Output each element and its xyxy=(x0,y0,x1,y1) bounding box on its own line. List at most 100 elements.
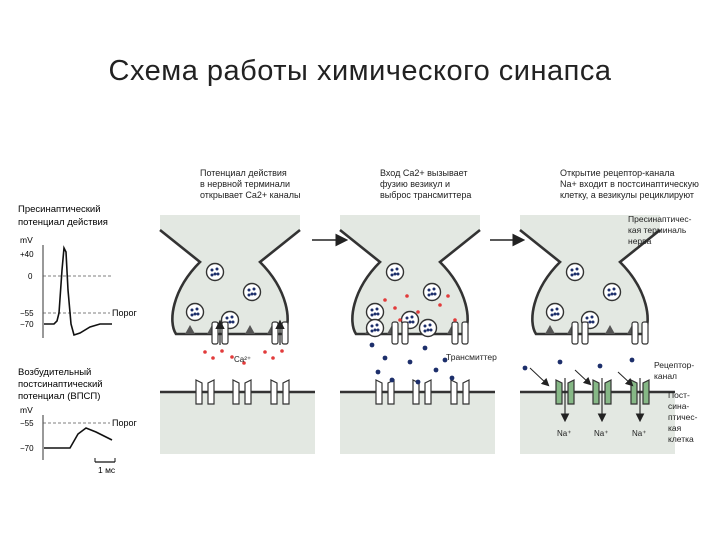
graph1-unit: mV xyxy=(20,235,33,245)
vesicle-transmitter-dot xyxy=(396,272,400,276)
receptor-channel xyxy=(450,379,458,405)
ca-channel xyxy=(391,321,399,345)
vesicle-transmitter-dot xyxy=(210,268,214,272)
calcium-ion xyxy=(203,350,207,354)
panel3-caption-line-3: клетку, а везикулы рециклируют xyxy=(560,190,694,200)
panel1-ion-label: Ca²⁺ xyxy=(234,355,251,364)
ca-channel-half xyxy=(221,321,229,345)
transmitter-molecule xyxy=(382,355,388,361)
graph2-title-line-2: постсинаптический xyxy=(18,379,103,390)
vesicle-transmitter-dot xyxy=(432,287,436,291)
calcium-ion xyxy=(271,356,275,360)
vesicle-transmitter-dot xyxy=(575,267,579,271)
vesicle-transmitter-dot xyxy=(215,267,219,271)
ca-channel-half xyxy=(461,321,469,345)
active-zone xyxy=(245,325,255,334)
graph1-title-line-2: потенциал действия xyxy=(18,217,108,228)
cell-label-line-4: кая xyxy=(668,423,682,433)
graph2-epsp-trace xyxy=(44,427,113,449)
fusing-vesicle xyxy=(418,318,438,338)
vesicle-transmitter-dot xyxy=(195,307,199,311)
vesicle-transmitter-dot xyxy=(570,273,574,277)
vesicle xyxy=(602,282,622,302)
transmitter-molecule xyxy=(407,359,413,365)
vesicle-transmitter-dot xyxy=(230,315,234,319)
transmitter-molecule xyxy=(422,345,428,351)
vesicle-transmitter-dot xyxy=(196,312,200,316)
vesicle-transmitter-dot xyxy=(555,307,559,311)
receptor-channel xyxy=(555,379,563,405)
vesicle-transmitter-dot xyxy=(570,268,574,272)
vesicle-transmitter-dot xyxy=(610,292,614,296)
vesicle-transmitter-dot xyxy=(612,287,616,291)
vesicle-transmitter-dot xyxy=(228,320,232,324)
vesicle-transmitter-dot xyxy=(375,307,379,311)
graph1-tick-minus70: −70 xyxy=(20,320,34,329)
receptor-channel-half xyxy=(387,379,395,405)
ca-channel-half xyxy=(401,321,409,345)
vesicle-transmitter-dot xyxy=(550,313,554,317)
vesicle-transmitter-dot xyxy=(430,292,434,296)
vesicle-transmitter-dot xyxy=(370,329,374,333)
vesicle-transmitter-dot xyxy=(427,293,431,297)
vesicle-transmitter-dot xyxy=(190,313,194,317)
vesicle-transmitter-dot xyxy=(556,312,560,316)
calcium-ion xyxy=(398,318,402,322)
terminal-label-line-2: кая терминаль xyxy=(628,225,687,235)
vesicle-transmitter-dot xyxy=(253,292,257,296)
graph2-threshold-label: Порог xyxy=(112,418,137,428)
calcium-ion xyxy=(438,303,442,307)
graph1-threshold-label: Порог xyxy=(112,308,137,318)
vesicle-transmitter-dot xyxy=(370,324,374,328)
transmitter-molecule xyxy=(389,377,395,383)
vesicle-transmitter-dot xyxy=(588,320,592,324)
vesicle xyxy=(185,302,205,322)
vesicle-transmitter-dot xyxy=(607,288,611,292)
receptor-channel xyxy=(270,379,278,405)
calcium-ion xyxy=(453,318,457,322)
vesicle-transmitter-dot xyxy=(375,323,379,327)
vesicle-transmitter-dot xyxy=(213,272,217,276)
calcium-ion xyxy=(280,349,284,353)
panel1-caption-line-3: открывает Ca2+ каналы xyxy=(200,190,300,200)
vesicle-transmitter-dot xyxy=(423,324,427,328)
vesicle-transmitter-dot xyxy=(590,315,594,319)
vesicle xyxy=(385,262,405,282)
vesicle-transmitter-dot xyxy=(576,272,580,276)
calcium-ion xyxy=(405,294,409,298)
transmitter-molecule xyxy=(442,357,448,363)
vesicle-transmitter-dot xyxy=(427,288,431,292)
cell-label-line-3: птичес- xyxy=(668,412,698,422)
ca-channel-half xyxy=(641,321,649,345)
na-label-3: Na⁺ xyxy=(632,429,646,438)
calcium-ion xyxy=(211,356,215,360)
na-label-1: Na⁺ xyxy=(557,429,571,438)
terminal-membrane xyxy=(159,228,301,336)
vesicle-transmitter-dot xyxy=(376,312,380,316)
calcium-ion xyxy=(393,306,397,310)
transmitter-molecule xyxy=(375,369,381,375)
slide-title: Схема работы химического синапса xyxy=(108,55,612,87)
vesicle-transmitter-dot xyxy=(423,329,427,333)
vesicle-transmitter-dot xyxy=(395,267,399,271)
graph2-time-label: 1 мс xyxy=(98,465,116,475)
vesicle-transmitter-dot xyxy=(410,315,414,319)
vesicle-transmitter-dot xyxy=(373,328,377,332)
terminal-membrane xyxy=(339,228,481,336)
vesicle-transmitter-dot xyxy=(252,287,256,291)
panel1-caption-line-1: Потенциал действия xyxy=(200,168,287,178)
graph2-tick-minus70: −70 xyxy=(20,444,34,453)
ca-channel xyxy=(631,321,639,345)
ca-channel xyxy=(211,321,219,345)
graph1-title-line-1: Пресинаптический xyxy=(18,204,101,215)
transmitter-molecule xyxy=(433,367,439,373)
terminal-label-line-3: нерва xyxy=(628,236,652,246)
receptor-channel-half xyxy=(604,379,612,405)
vesicle-transmitter-dot xyxy=(390,273,394,277)
vesicle xyxy=(565,262,585,282)
vesicle-transmitter-dot xyxy=(225,316,229,320)
vesicle-transmitter-dot xyxy=(573,272,577,276)
vesicle-transmitter-dot xyxy=(370,313,374,317)
panel1-caption-line-2: в нервной терминали xyxy=(200,179,290,189)
